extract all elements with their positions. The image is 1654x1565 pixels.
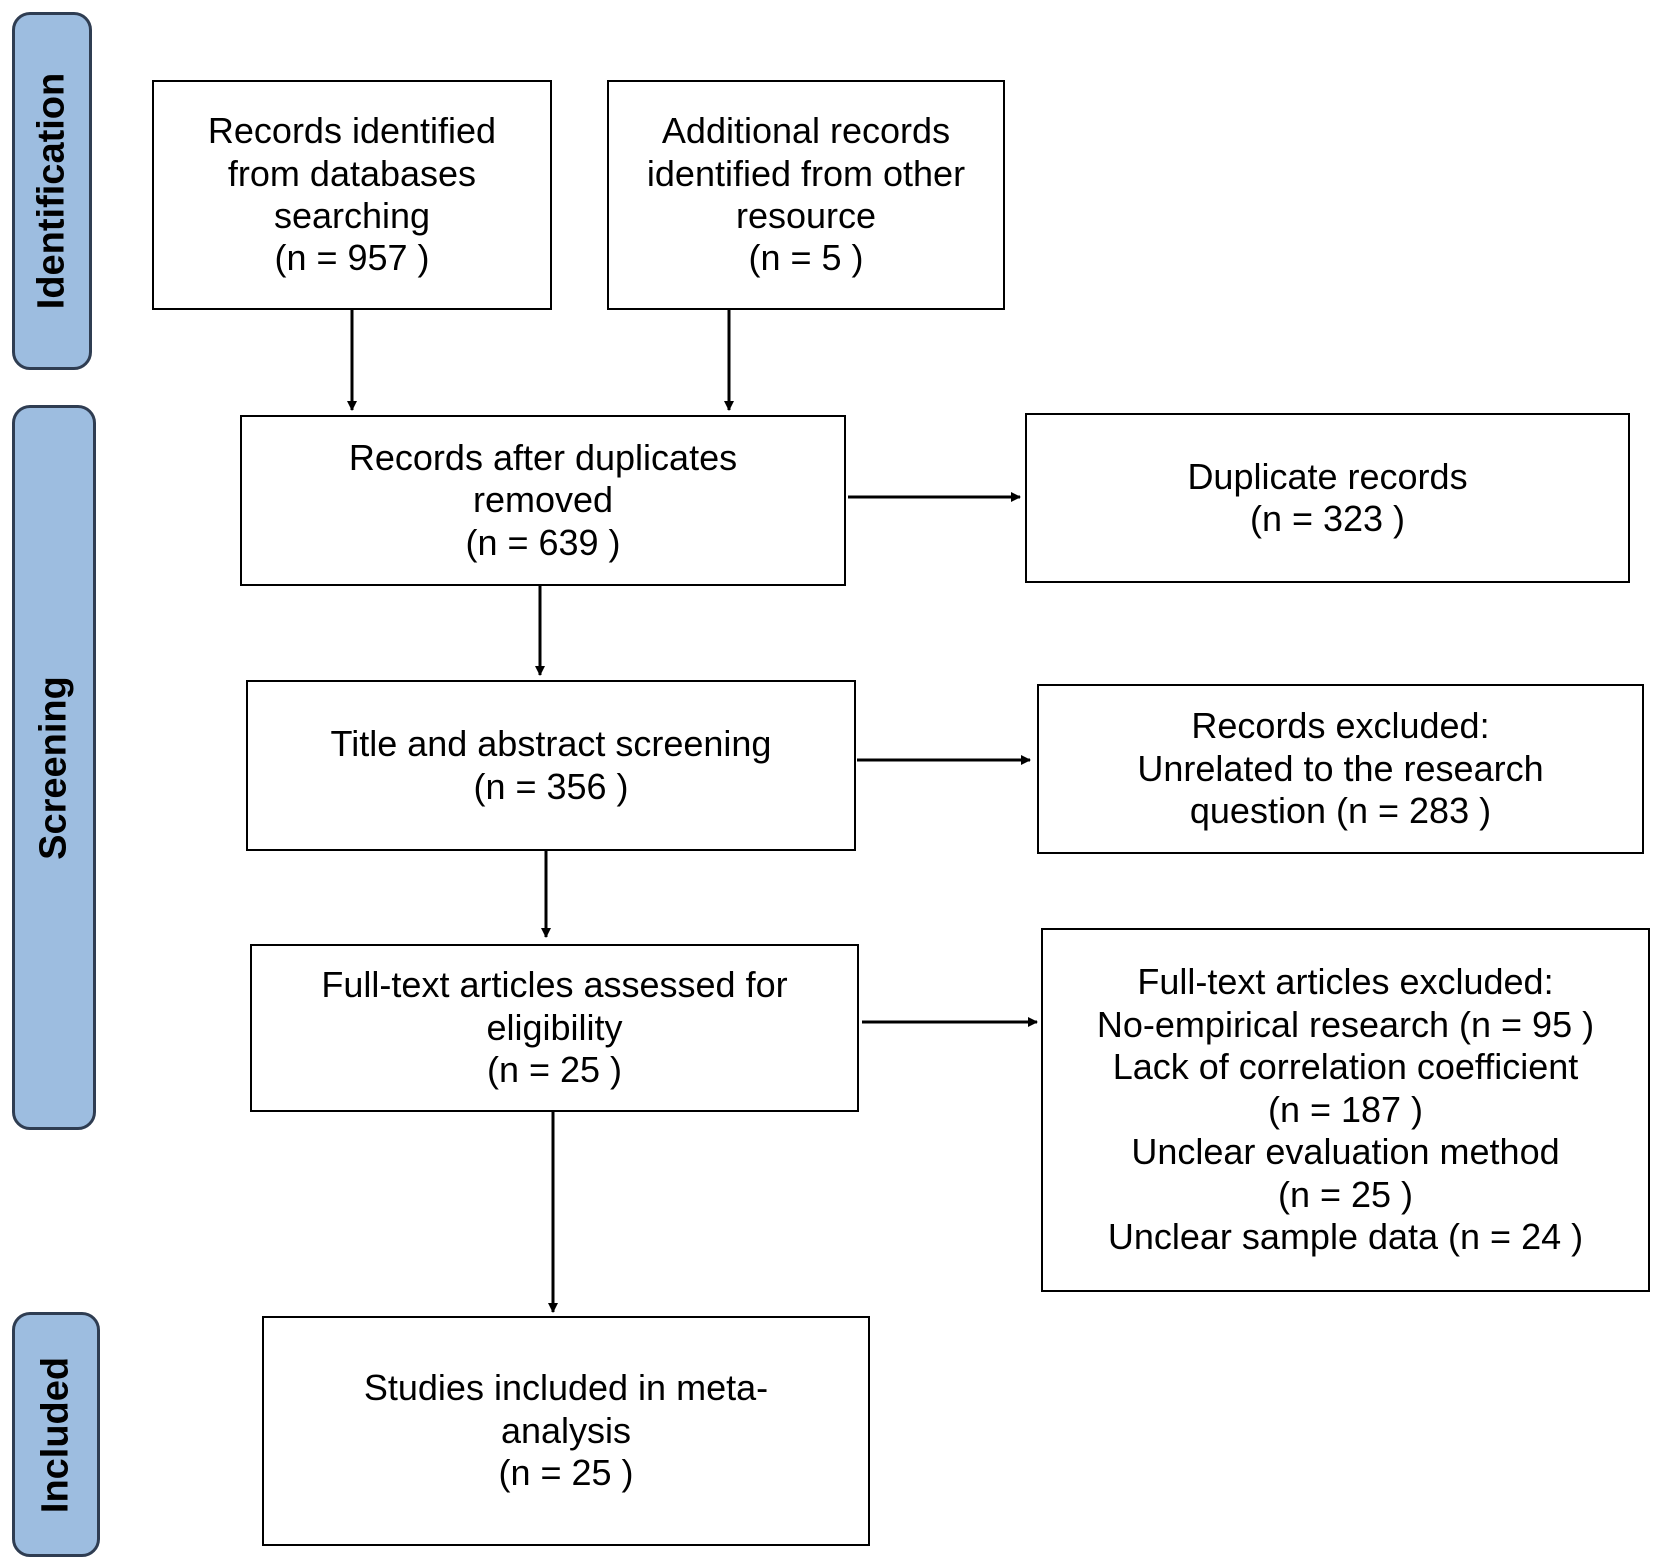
- box-other-records: Additional records identified from other…: [607, 80, 1005, 310]
- box-after-duplicates: Records after duplicates removed (n = 63…: [240, 415, 846, 586]
- box-full-text-assessed: Full-text articles assessed for eligibil…: [250, 944, 859, 1112]
- box-records-excluded: Records excluded: Unrelated to the resea…: [1037, 684, 1644, 854]
- box-database-records: Records identified from databases search…: [152, 80, 552, 310]
- phase-identification: Identification: [12, 12, 92, 370]
- box-title-abstract-screening: Title and abstract screening (n = 356 ): [246, 680, 856, 851]
- phase-included: Included: [12, 1312, 100, 1557]
- box-full-text-excluded: Full-text articles excluded: No-empirica…: [1041, 928, 1650, 1292]
- box-duplicate-records: Duplicate records (n = 323 ): [1025, 413, 1630, 583]
- phase-screening: Screening: [12, 405, 96, 1130]
- box-studies-included: Studies included in meta- analysis (n = …: [262, 1316, 870, 1546]
